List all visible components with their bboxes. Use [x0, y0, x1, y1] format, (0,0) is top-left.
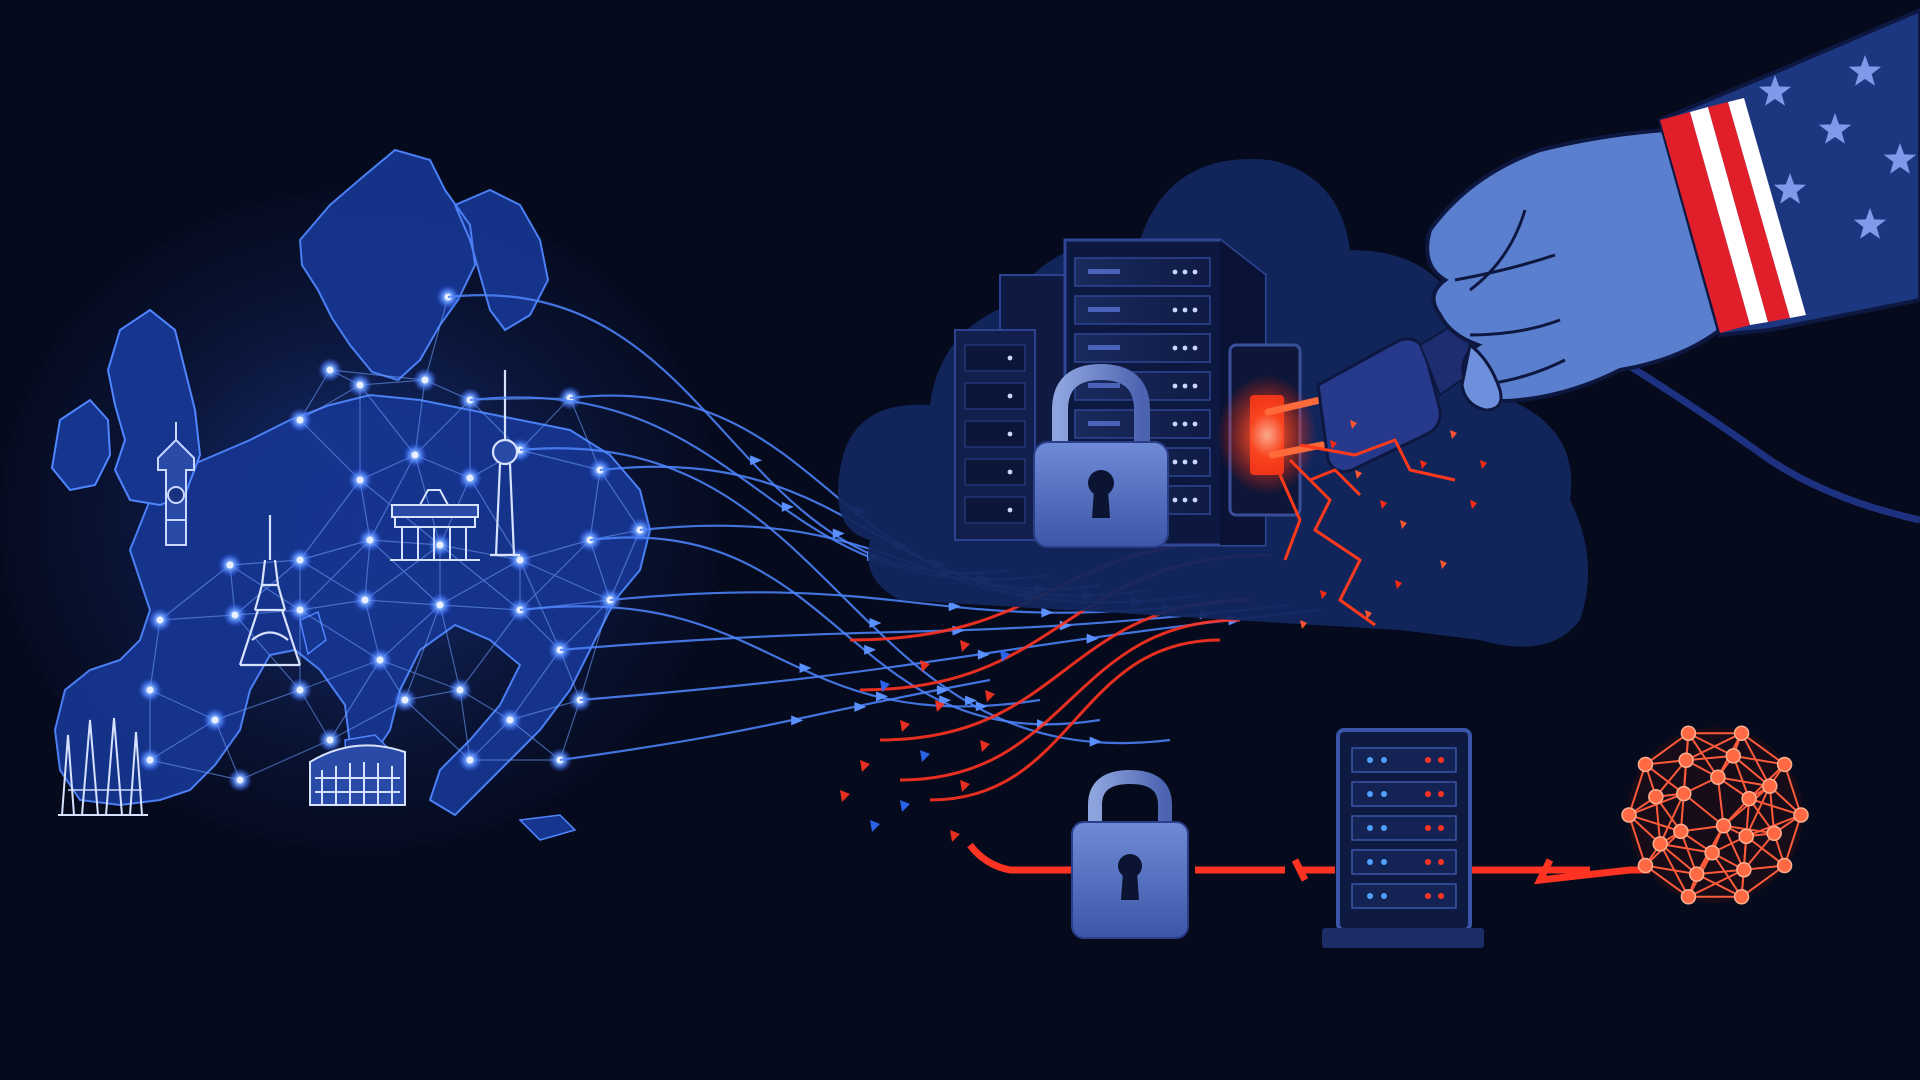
mainland-europe-landmass — [53, 393, 652, 817]
sagrada-familia-icon — [58, 717, 148, 816]
hand-icon — [1425, 127, 1723, 412]
us-flag-sleeve — [1657, 7, 1920, 338]
ireland-landmass — [50, 398, 112, 492]
server-rack-icon — [1322, 728, 1484, 948]
padlock-icon — [1033, 363, 1169, 548]
broken-connection-line — [967, 842, 1650, 885]
padlock-icon — [1071, 769, 1189, 939]
berlin-tv-tower-icon — [490, 370, 520, 557]
brandenburg-gate-icon — [390, 489, 480, 561]
electric-spark-icon — [1278, 438, 1456, 627]
network-globe-icon — [1621, 725, 1809, 905]
broken-data-shards — [840, 640, 1010, 842]
eiffel-tower-icon — [238, 515, 302, 667]
colosseum-icon — [309, 744, 406, 806]
spark-particles — [1300, 420, 1487, 629]
big-ben-icon — [157, 422, 195, 546]
europe-map — [0, 148, 720, 850]
scandinavia-landmass — [298, 148, 550, 382]
